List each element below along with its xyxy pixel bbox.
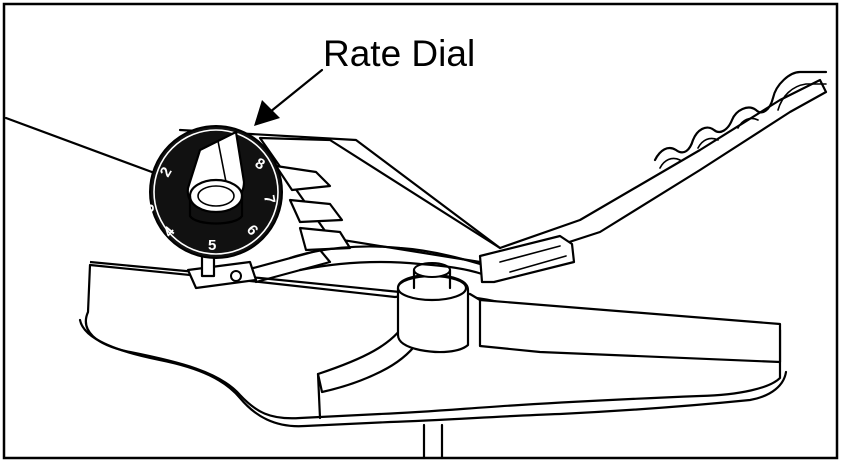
rate-dial-rim xyxy=(153,129,279,255)
gate-plate-right xyxy=(478,234,576,284)
rolled-edge xyxy=(653,70,828,162)
plate-back-wall xyxy=(89,260,782,364)
gate-bracket xyxy=(274,164,332,192)
rate-dial-label: Rate Dial xyxy=(323,33,475,74)
baffle-edge xyxy=(316,372,322,420)
linkage-rod-2 xyxy=(298,260,484,276)
dial-knob-body xyxy=(188,194,244,225)
plate-underside xyxy=(78,318,788,428)
dial-knob-cap xyxy=(197,185,235,207)
callout-arrow-head xyxy=(254,100,280,126)
dial-number: 3 xyxy=(140,203,158,213)
gate-plate-detail xyxy=(499,245,567,273)
dial-handle-ridge xyxy=(217,140,227,183)
dial-number: 5 xyxy=(208,237,216,254)
callout-arrow xyxy=(268,68,324,114)
shaft-collar xyxy=(396,274,468,302)
hopper-panel xyxy=(258,78,828,264)
gate-slot-1 xyxy=(288,198,344,224)
support-post xyxy=(422,423,444,460)
bracket-bolt xyxy=(230,270,242,282)
gate-link xyxy=(244,248,332,284)
shaft-body xyxy=(412,268,452,290)
dial-number: 7 xyxy=(260,194,278,205)
rear-panel-edge xyxy=(4,116,162,177)
rolled-edge-inner xyxy=(659,83,827,169)
